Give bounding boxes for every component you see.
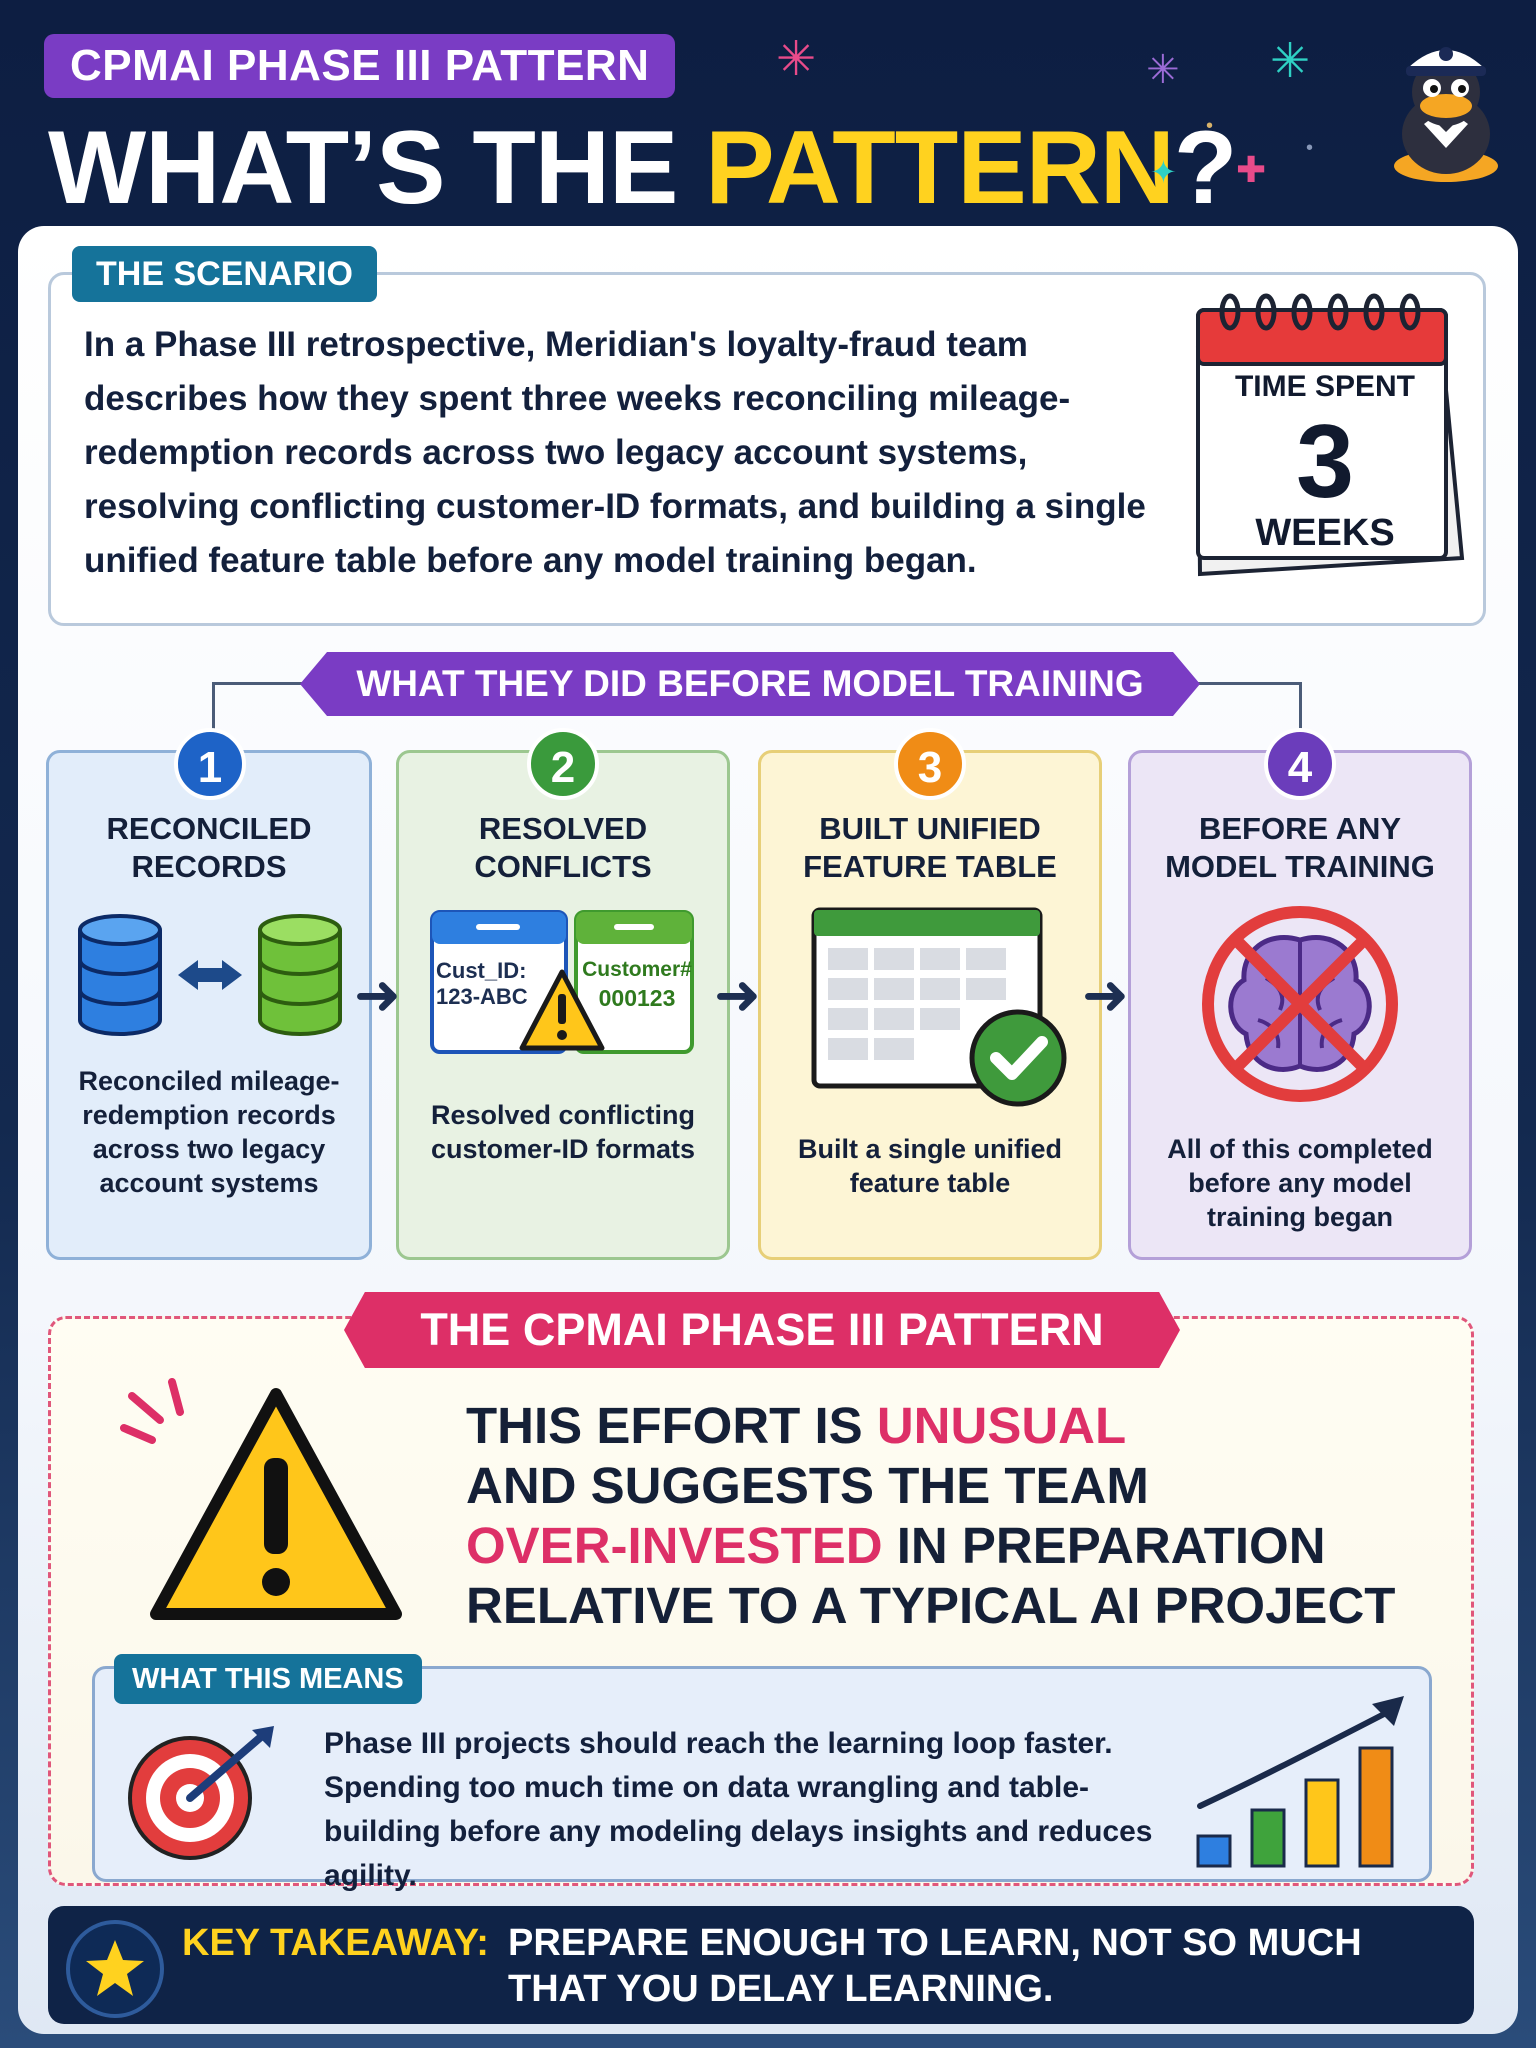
duck-mascot-icon	[1394, 47, 1498, 182]
target-icon	[128, 1726, 274, 1860]
pattern-ribbon: THE CPMAI PHASE III PATTERN	[344, 1292, 1180, 1368]
sparkle-icon: ✳	[1146, 48, 1180, 92]
arrow-right-icon: ➜	[1082, 963, 1129, 1026]
step-number-3: 3	[894, 728, 966, 800]
step-description-2: Resolved conflicting customer-ID formats	[430, 1100, 696, 1164]
arrow-right-icon: ➜	[354, 963, 401, 1026]
calendar-icon	[1195, 293, 1465, 577]
no-brain-icon	[1202, 906, 1398, 1102]
highlight-unusual: UNUSUAL	[876, 1397, 1127, 1454]
steps-ribbon: WHAT THEY DID BEFORE MODEL TRAINING	[300, 652, 1200, 716]
sparkle-icon: ✦	[1150, 154, 1177, 190]
scenario-text: In a Phase III retrospective, Meridian's…	[84, 325, 1146, 580]
pattern-message: THIS EFFORT IS UNUSUAL AND SUGGESTS THE …	[466, 1396, 1466, 1636]
growth-chart-icon	[1196, 1696, 1404, 1868]
key-takeaway-bar	[48, 1906, 1474, 2024]
step-number-4: 4	[1264, 728, 1336, 800]
id-conflict-icon	[430, 910, 694, 1054]
star-icon	[86, 1940, 144, 1996]
key-takeaway-label: KEY TAKEAWAY:	[182, 1922, 489, 1964]
calendar-label-bottom: WEEKS	[1255, 512, 1395, 554]
title-part-1: WHAT’S THE	[48, 110, 706, 226]
highlight-over-invested: OVER-INVESTED	[466, 1517, 883, 1574]
key-takeaway-text: PREPARE ENOUGH TO LEARN, NOT SO MUCH THA…	[508, 1922, 1362, 2010]
title-highlight: PATTERN	[705, 110, 1175, 226]
step-title-3: BUILT UNIFIED FEATURE TABLE	[803, 811, 1057, 884]
card-b-value: 000123	[598, 985, 676, 1011]
message-line-1: THIS EFFORT IS UNUSUAL	[466, 1397, 1127, 1454]
step-description-1: Reconciled mileage-redemption records ac…	[78, 1066, 340, 1198]
step-title-1: RECONCILED RECORDS	[106, 811, 312, 884]
step-number-1: 1	[174, 728, 246, 800]
calendar-label-top: TIME SPENT	[1234, 370, 1415, 403]
arrow-right-icon: ➜	[714, 963, 761, 1026]
what-this-means-tag: WHAT THIS MEANS	[114, 1654, 422, 1704]
step-title-2: RESOLVED CONFLICTS	[474, 811, 652, 884]
database-sync-icon	[78, 914, 342, 1036]
step-number-2: 2	[527, 728, 599, 800]
sparkle-icon: ✳	[776, 33, 817, 86]
star-badge	[66, 1920, 164, 2018]
calendar-number: 3	[1296, 404, 1354, 520]
step-description-4: All of this completed before any model t…	[1167, 1134, 1433, 1232]
sparkle-icon: ✚	[1236, 149, 1267, 190]
table-check-icon	[811, 907, 1067, 1107]
scenario-tag: THE SCENARIO	[72, 246, 377, 302]
step-title-4: BEFORE ANY MODEL TRAINING	[1165, 811, 1435, 884]
sparkle-icon: ✳	[1270, 35, 1311, 88]
what-this-means-text: Phase III projects should reach the lear…	[324, 1727, 1153, 1892]
card-b-label: Customer#	[582, 958, 692, 981]
page-title: WHAT’S THE PATTERN?	[48, 108, 1238, 228]
message-line-3: OVER-INVESTED IN PREPARATION	[466, 1517, 1326, 1574]
sparkle-icon: •	[1206, 115, 1214, 137]
message-line-4: RELATIVE TO A TYPICAL AI PROJECT	[466, 1577, 1396, 1634]
header-badge: CPMAI PHASE III PATTERN	[44, 34, 676, 98]
title-part-2: ?	[1173, 110, 1238, 226]
message-line-2: AND SUGGESTS THE TEAM	[466, 1457, 1149, 1514]
card-a-text: Cust_ID: 123-ABC	[436, 958, 528, 1009]
warning-icon	[120, 1378, 402, 1620]
sparkle-icon: •	[1306, 137, 1314, 159]
step-description-3: Built a single unified feature table	[797, 1134, 1062, 1198]
